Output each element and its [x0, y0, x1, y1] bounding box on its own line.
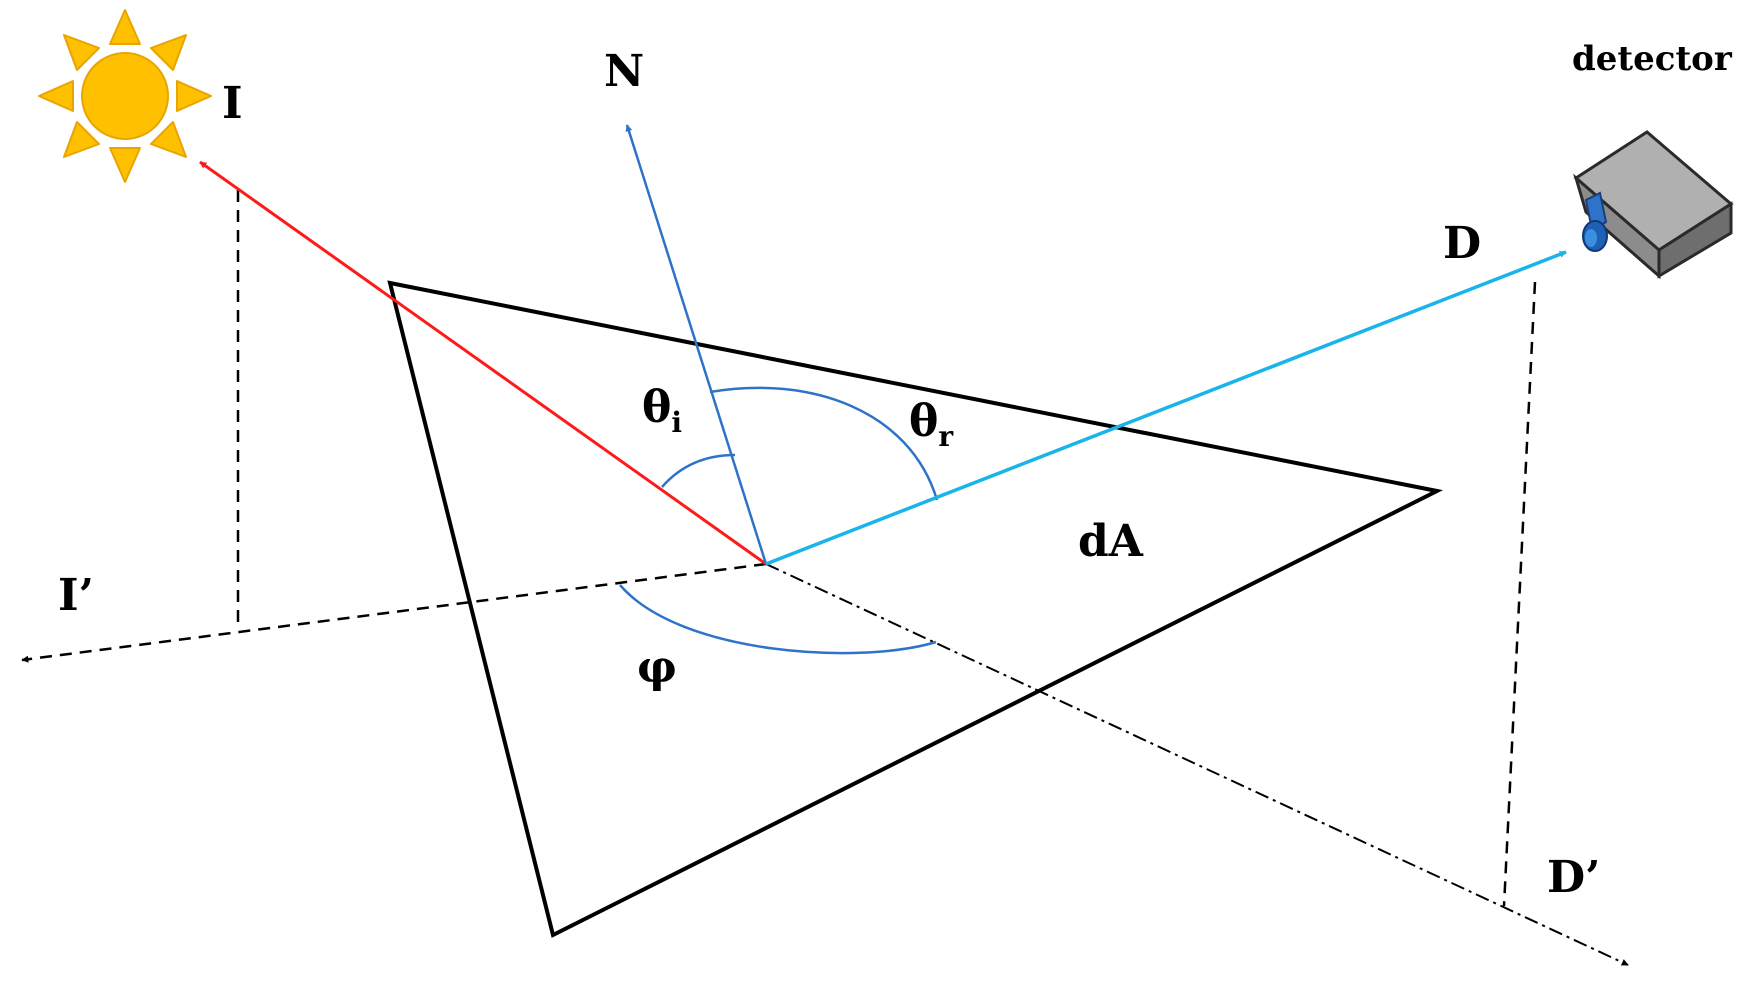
incident-projection-label: I’ [58, 570, 94, 621]
normal-label: N [604, 46, 644, 97]
phi-label: φ [637, 642, 677, 693]
sun-icon [38, 9, 212, 183]
camera-icon [1573, 130, 1734, 280]
incident-ray [199, 160, 767, 566]
theta-r-arc [709, 386, 939, 501]
theta-r-label: θr [909, 396, 954, 453]
detector-drop-line [1502, 281, 1537, 907]
detector-direction-label: D [1443, 218, 1481, 269]
incident-label: I [222, 78, 243, 129]
detector-projection-label: D’ [1547, 852, 1600, 903]
surface-patch [387, 280, 1444, 938]
incident-projection-line [21, 562, 767, 663]
normal-ray [625, 124, 768, 565]
detector-projection-line [765, 563, 1629, 966]
theta-i-label: θi [642, 382, 682, 439]
area-label: dA [1078, 516, 1144, 567]
detector-label: detector [1572, 39, 1733, 79]
detector-ray [765, 250, 1567, 566]
phi-arc [619, 584, 937, 655]
theta-i-arc [661, 453, 736, 488]
